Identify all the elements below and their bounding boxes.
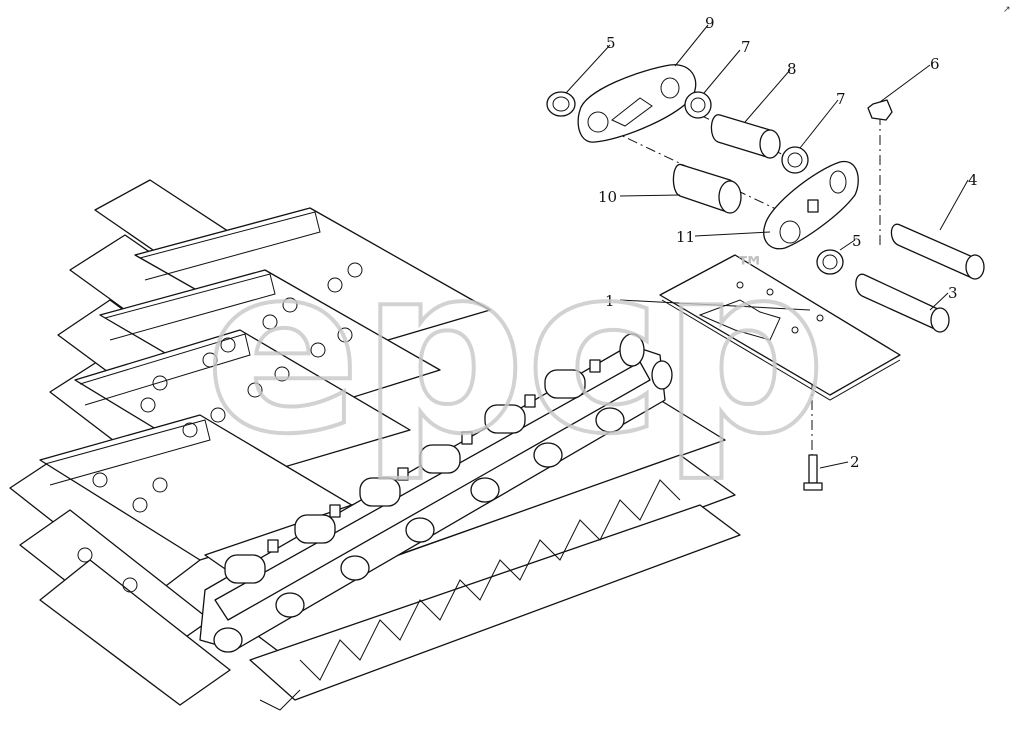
seal-ring-7a: [684, 91, 712, 119]
corner-mark: ↗: [1003, 5, 1011, 15]
seal-ring-upper: [546, 91, 576, 117]
callout-11: 11: [676, 228, 695, 246]
watermark-tm: ™: [735, 251, 765, 286]
bushing-8: [710, 114, 781, 159]
callout-10: 10: [598, 188, 617, 206]
callout-2: 2: [850, 453, 860, 471]
callout-5-upper: 5: [606, 34, 616, 52]
seal-ring-7b: [781, 146, 809, 174]
callout-7-lower: 7: [836, 90, 846, 108]
callout-9: 9: [705, 14, 715, 32]
nut-6: [867, 99, 893, 121]
seal-ring-lower: [816, 249, 844, 275]
track-shoe-assembly: [9, 179, 741, 711]
track-link-11: [763, 161, 859, 250]
track-shoe-plate-1: [659, 254, 901, 401]
track-link-9: [577, 64, 697, 143]
pin-4: [890, 223, 985, 280]
track-chain-links: [199, 333, 673, 653]
bushing-10: [672, 164, 742, 214]
callout-1: 1: [605, 292, 615, 310]
watermark: epcp ™: [203, 216, 829, 487]
bolt-2: [803, 454, 823, 491]
callout-4: 4: [968, 171, 978, 189]
watermark-text: epcp: [205, 218, 827, 485]
callout-5-lower: 5: [852, 232, 862, 250]
callout-3: 3: [948, 284, 958, 302]
callout-6: 6: [930, 55, 940, 73]
callout-leaders: [565, 24, 969, 469]
pin-3: [855, 273, 950, 333]
callout-8: 8: [787, 60, 797, 78]
callout-7-upper: 7: [741, 38, 751, 56]
